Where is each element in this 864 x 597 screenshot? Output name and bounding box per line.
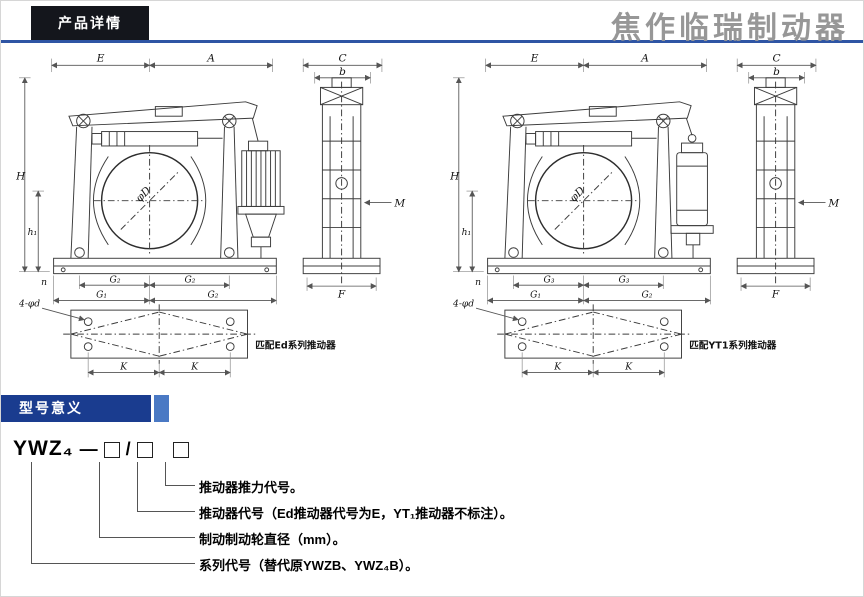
- dim-label-C: C: [773, 52, 781, 64]
- dim-label-F: F: [771, 289, 780, 301]
- leader-line-thruster: [137, 462, 195, 512]
- model-box-thrust-code: [172, 442, 189, 458]
- dim-label-b: b: [339, 66, 346, 78]
- dim-top: E A: [51, 52, 274, 73]
- dim-label-row1-b: G₂: [184, 275, 195, 285]
- dim-label-K2: K: [190, 363, 199, 373]
- dim-label-E: E: [96, 52, 105, 64]
- brake-wheel: φD: [93, 145, 206, 257]
- tab-product-details[interactable]: 产品详情: [31, 6, 149, 40]
- dim-label-b: b: [773, 66, 780, 78]
- dim-label-K2: K: [624, 363, 633, 373]
- model-box-thruster-code: [136, 442, 153, 458]
- leader-line-diameter: [99, 462, 195, 538]
- dim-bottom: G₃ G₃ G₁ G₂: [486, 275, 711, 305]
- drawing-caption: 匹配Ed系列推动器: [255, 340, 336, 352]
- brake-wheel: φD: [527, 145, 640, 257]
- dim-label-row2-a: G₁: [96, 291, 107, 301]
- dim-label-F: F: [337, 289, 346, 301]
- leader-line-series: [31, 462, 195, 564]
- note-wheel-diameter: 制动制动轮直径（mm）。: [199, 532, 346, 547]
- dim-label-M: M: [393, 197, 406, 209]
- dim-label-n: n: [41, 278, 47, 288]
- dim-label-A: A: [206, 52, 215, 64]
- dim-label-holes: 4-φd: [452, 299, 474, 309]
- dim-label-wheel-diameter: φD: [568, 184, 588, 204]
- note-thrust-code: 推动器推力代号。: [199, 480, 304, 495]
- technical-drawings: E A C b H h₁ n: [1, 43, 863, 385]
- ed-thruster: [237, 118, 285, 259]
- model-designation-diagram: YWZ₄ — / 推动器推力代号。 推动器代号（Ed推动器代号为E，YT₁推动器…: [13, 436, 863, 586]
- brake-front-view: [53, 101, 277, 275]
- base-plan-view: 4-φd K K 匹配YT1系列推动器: [452, 299, 777, 378]
- dim-label-row1-a: G₃: [544, 275, 555, 285]
- dim-left: H h₁ n: [449, 77, 484, 288]
- dash-symbol: —: [79, 438, 98, 459]
- dim-label-row2-a: G₁: [530, 291, 541, 301]
- brake-drawing-ed: E A C b H h₁ n: [15, 52, 406, 378]
- dim-side-top: C b: [736, 52, 817, 84]
- dim-label-H: H: [449, 171, 460, 183]
- dim-left: H h₁ n: [15, 77, 50, 288]
- dim-label-n: n: [475, 278, 481, 288]
- brake-side-view: M F: [736, 77, 840, 301]
- tab-label: 产品详情: [58, 15, 122, 31]
- note-series-code: 系列代号（替代原YWZB、YWZ₄B）。: [199, 558, 419, 573]
- brake-front-view: [487, 101, 711, 275]
- dim-top: E A: [485, 52, 708, 73]
- dim-label-H: H: [15, 171, 26, 183]
- dim-label-holes: 4-φd: [18, 299, 40, 309]
- base-plan-view: 4-φd K K 匹配Ed系列推动器: [18, 299, 336, 378]
- dim-label-h1: h₁: [28, 228, 38, 238]
- dim-label-A: A: [640, 52, 649, 64]
- dim-label-C: C: [339, 52, 347, 64]
- dim-label-E: E: [530, 52, 539, 64]
- drawing-caption: 匹配YT1系列推动器: [689, 340, 777, 352]
- slash-symbol: /: [125, 438, 131, 459]
- dim-bottom: G₂ G₂ G₁ G₂: [52, 275, 277, 305]
- dim-label-row2-b: G₂: [207, 291, 218, 301]
- dim-side-top: C b: [302, 52, 383, 84]
- dim-label-K1: K: [119, 363, 128, 373]
- dim-label-M: M: [827, 197, 840, 209]
- note-thruster-code: 推动器代号（Ed推动器代号为E，YT₁推动器不标注）。: [199, 506, 513, 521]
- dim-label-wheel-diameter: φD: [134, 184, 154, 204]
- brake-drawing-yt1: E A C b H h₁ n: [449, 52, 840, 378]
- section-header-model-meaning: 型号意义: [1, 395, 863, 422]
- yt1-thruster: [670, 117, 714, 259]
- brake-side-view: M F: [302, 77, 406, 301]
- brand-logo-text: 焦作临瑞制动器: [611, 11, 849, 46]
- dim-label-h1: h₁: [462, 228, 472, 238]
- page-header: 产品详情 焦作临瑞制动器: [1, 1, 863, 46]
- model-prefix: YWZ₄: [13, 437, 74, 460]
- dim-label-row1-b: G₃: [618, 275, 629, 285]
- section-title: 型号意义: [1, 395, 151, 422]
- section-accent-bar: [154, 395, 169, 422]
- model-box-diameter: [103, 442, 120, 458]
- leader-line-thrust: [165, 462, 195, 486]
- model-code-row: YWZ₄ — /: [13, 436, 863, 462]
- dim-label-K1: K: [553, 363, 562, 373]
- dim-label-row1-a: G₂: [110, 275, 121, 285]
- dim-label-row2-b: G₂: [641, 291, 652, 301]
